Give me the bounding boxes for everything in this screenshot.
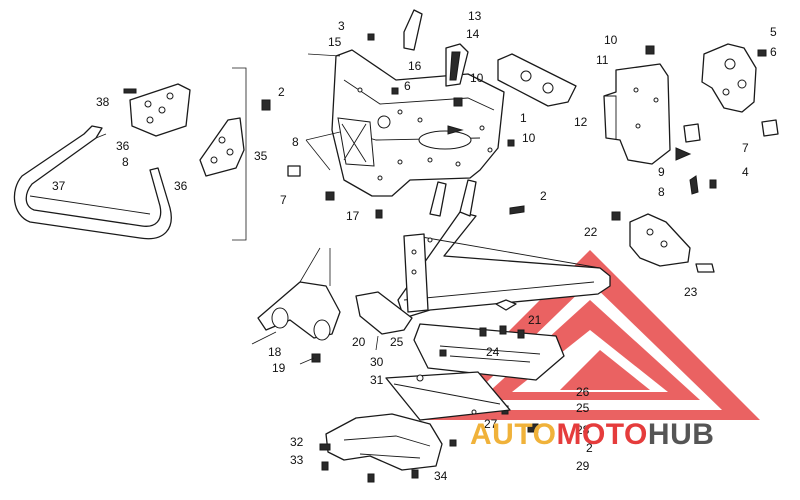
callout-8: 8: [292, 135, 299, 149]
callout-31: 31: [370, 373, 384, 387]
suspension-mount: [257, 281, 341, 363]
callout-2: 2: [278, 85, 285, 99]
callout-9: 9: [658, 165, 665, 179]
callout-36: 36: [116, 139, 130, 153]
svg-text:AUTOMOTOHUB: AUTOMOTOHUB: [470, 418, 714, 451]
callout-6: 6: [770, 45, 777, 59]
callout-3: 3: [338, 19, 345, 33]
callout-36: 36: [174, 179, 188, 193]
callout-labels: 1 2 2 2 3 4 5 6 6 7 7 8 8 8 9 10 10 10 1…: [52, 9, 777, 483]
upper-frame: [287, 9, 577, 219]
watermark-hub: HUB: [648, 418, 715, 451]
callout-2: 2: [586, 441, 593, 455]
callout-15: 15: [328, 35, 342, 49]
callout-38: 38: [96, 95, 110, 109]
callout-35: 35: [254, 149, 268, 163]
rear-mount: [611, 211, 715, 273]
callout-37: 37: [52, 179, 66, 193]
callout-18: 18: [268, 345, 282, 359]
watermark-auto: AUTO: [470, 418, 556, 451]
callout-6: 6: [404, 79, 411, 93]
watermark-text: AUTOMOTOHUB: [470, 418, 714, 451]
callout-13: 13: [468, 9, 482, 23]
callout-25: 25: [390, 335, 404, 349]
callout-16: 16: [408, 59, 422, 73]
callout-29: 29: [576, 459, 590, 473]
callout-12: 12: [574, 115, 588, 129]
callout-22: 22: [584, 225, 598, 239]
callout-32: 32: [290, 435, 304, 449]
callout-25: 25: [576, 401, 590, 415]
callout-28: 28: [576, 423, 590, 437]
lower-shield: [319, 413, 457, 483]
callout-7: 7: [280, 193, 287, 207]
bumper-assembly: [13, 67, 271, 241]
callout-17: 17: [346, 209, 360, 223]
main-chassis: [355, 179, 611, 433]
callout-1: 1: [520, 111, 527, 125]
callout-8: 8: [658, 185, 665, 199]
callout-10: 10: [470, 71, 484, 85]
callout-33: 33: [290, 453, 304, 467]
callout-10: 10: [522, 131, 536, 145]
callout-34: 34: [434, 469, 448, 483]
lower-plate: [385, 371, 511, 421]
callout-30: 30: [370, 355, 384, 369]
callout-20: 20: [352, 335, 366, 349]
callout-14: 14: [466, 27, 480, 41]
callout-24: 24: [486, 345, 500, 359]
callout-10: 10: [604, 33, 618, 47]
right-upper-assembly: [603, 43, 779, 195]
callout-2: 2: [540, 189, 547, 203]
leader-lines: [251, 131, 379, 365]
callout-5: 5: [770, 25, 777, 39]
callout-4: 4: [742, 165, 749, 179]
callout-21: 21: [528, 313, 542, 327]
callout-11: 11: [596, 53, 609, 67]
callout-23: 23: [684, 285, 698, 299]
callout-26: 26: [576, 385, 590, 399]
callout-27: 27: [484, 417, 498, 431]
callout-7: 7: [742, 141, 749, 155]
callout-19: 19: [272, 361, 286, 375]
callout-8: 8: [122, 155, 129, 169]
watermark-moto: MOTO: [556, 418, 647, 451]
